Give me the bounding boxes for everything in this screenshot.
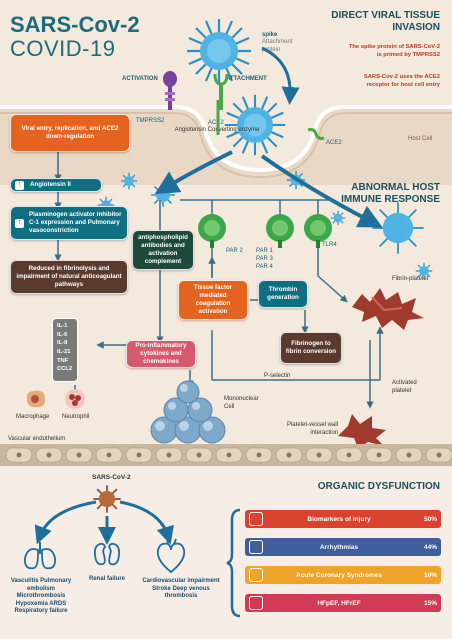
platelet-vessel-label: Platelet-vessel wall interaction	[286, 422, 338, 436]
chart-value-label: 44%	[423, 543, 437, 551]
chart-bar: Arrhythmias 44%	[245, 538, 441, 556]
chart-category-label: Acute Coronary Syndromes	[296, 571, 382, 579]
neutrophil-label: Neutrophil	[62, 414, 90, 420]
chart-value-label: 10%	[423, 571, 437, 579]
attachment-label: ATTACHMENT	[226, 76, 267, 82]
section-direct-viral: DIRECT VIRAL TISSUE INVASION	[331, 10, 440, 33]
chart-bar: Biomarkers of injury 50%	[245, 510, 441, 528]
chart-bar: Acute Coronary Syndromes 10%	[245, 566, 441, 584]
bar-marker-icon	[249, 540, 263, 554]
box-angiotensin: ↑ Angiotensin II	[10, 178, 102, 192]
par2-label: PAR 2	[226, 248, 243, 254]
bar-marker-icon	[249, 512, 263, 526]
virus-icon	[330, 210, 346, 226]
par3-label: PAR 3	[256, 256, 273, 262]
tlr4-label: TLR4	[322, 242, 337, 248]
chart-value-label: 50%	[423, 515, 437, 523]
box-thrombin: Thrombin generation	[258, 280, 308, 308]
box-viral-entry: Viral entry, replication, and ACE2 down-…	[10, 114, 130, 152]
lungs-icon	[24, 542, 56, 570]
activated-platelet-label: Activated platelet	[392, 380, 417, 394]
bar-marker-icon	[249, 568, 263, 582]
lungs-effects: Vasculitis Pulmonary embolism Microthrom…	[10, 578, 72, 614]
virus-icon	[415, 262, 433, 280]
activated-platelet-icon	[338, 414, 386, 448]
chart-value-label: 15%	[423, 599, 437, 607]
direct-text-2: SARS-Cov-2 uses the ACE2 receptor for ho…	[363, 74, 440, 88]
title-line1: SARS-Cov-2	[10, 12, 140, 37]
box-tissue-factor: Tissue factor mediated coagulation activ…	[178, 280, 248, 320]
title-line2: COVID-19	[10, 36, 116, 61]
activation-label: ACTIVATION	[122, 76, 158, 82]
heart-effects: Cardiovascular impairment Stroke Deep ve…	[142, 578, 220, 599]
ace2-receptor-icon	[307, 128, 325, 140]
par-receptor-icon	[266, 214, 294, 248]
box-fibrinogen: Fibrinogen to fibrin conversion	[280, 332, 342, 364]
virus-icon	[120, 172, 138, 190]
cytokine-item: IL-21	[57, 349, 71, 356]
ace2-top-label: ACE2	[208, 120, 224, 126]
box-plasminogen: ↑ Plasminogen activator inhibitor C-1 ex…	[10, 206, 128, 240]
flow-arrows	[54, 46, 384, 409]
cytokine-list: IL-1 IL-6 IL-8 IL-21 TNF CCL2	[52, 318, 78, 382]
spike-label: spike	[262, 32, 278, 38]
chart-category-label: Biomarkers of injury	[307, 515, 371, 523]
macrophage-icon	[26, 390, 46, 408]
virus-icon	[187, 19, 251, 83]
bracket	[226, 508, 241, 618]
p-selectin-label: P-selectin	[264, 373, 291, 379]
macrophage-label: Macrophage	[16, 414, 50, 420]
mononuclear-label: Mononuclear Cell	[224, 396, 259, 410]
chart-bar: HFpEF, HFrEF 15%	[245, 594, 441, 612]
par2-receptor-icon	[198, 214, 226, 248]
organ-branch-arrows	[34, 500, 174, 545]
cytokine-item: IL-8	[57, 340, 68, 347]
host-cell-label: Host Cell	[408, 136, 433, 142]
tmprss2-receptor-icon	[163, 71, 177, 110]
chart-category-label: HFpEF, HFrEF	[317, 599, 361, 607]
angiotensin-label: Angiotensin II	[30, 180, 71, 188]
virus-icon	[93, 485, 121, 513]
mononuclear-cells-icon	[150, 380, 226, 444]
up-arrow-icon: ↑	[15, 218, 24, 228]
ace2-right-label: ACE2	[326, 140, 342, 146]
vascular-endothelium-label: Vascular endothelium	[8, 436, 66, 442]
box-pro-inflammatory: Pro-inflammatory cytokines and chemokine…	[126, 340, 196, 368]
vascular-endothelium-icon	[0, 444, 452, 466]
par1-label: PAR 1	[256, 248, 273, 254]
attachment-protein-label: Attachment protein	[262, 39, 293, 53]
heart-icon	[156, 538, 186, 574]
virus-icon	[224, 94, 286, 156]
up-arrow-icon: ↑	[15, 180, 24, 190]
ace2-receptor-icon	[213, 73, 229, 110]
cytokine-item: CCL2	[57, 366, 73, 373]
neutrophil-icon	[65, 389, 85, 409]
plasminogen-label: Plasminogen activator inhibitor C-1 expr…	[29, 210, 122, 235]
par4-label: PAR 4	[256, 264, 273, 270]
box-reduced-fibrinolysis: Reduced in fibrinolysis and impairment o…	[10, 260, 128, 294]
cytokine-item: TNF	[57, 357, 69, 364]
direct-text-1: The spike protein of SARS-CoV-2 is prime…	[348, 44, 440, 58]
box-antiphospholipid: antiphospholipid antibodies and activati…	[132, 230, 194, 270]
tmprss2-label: TMPRSS2	[136, 118, 165, 124]
tlr4-receptor-icon	[304, 214, 332, 248]
bar-marker-icon	[249, 596, 263, 610]
cytokine-item: IL-6	[57, 331, 68, 338]
kidney-effects: Renal failure	[88, 576, 125, 582]
section-organic-dysfunction: ORGANIC DYSFUNCTION	[317, 481, 440, 492]
kidney-icon	[93, 542, 121, 566]
virus-icon	[372, 202, 424, 254]
fibrin-platelet-icon	[352, 288, 424, 330]
section-abnormal-immune: ABNORMAL HOST IMMUNE RESPONSE	[341, 182, 440, 205]
sars-bottom-label: SARS-CoV-2	[92, 474, 131, 481]
cytokine-item: IL-1	[57, 323, 68, 329]
chart-category-label: Arrhythmias	[319, 543, 359, 551]
fibrin-platelet-label: Fibrin-platelet	[392, 276, 429, 282]
